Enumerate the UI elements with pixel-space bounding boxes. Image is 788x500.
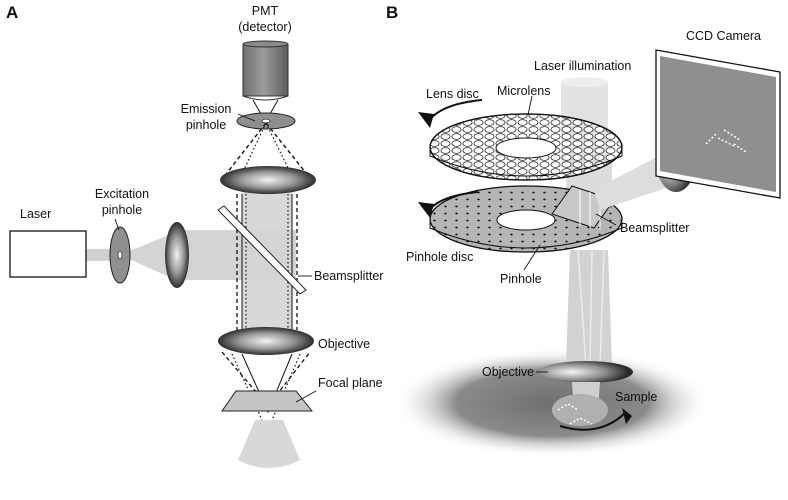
ccd-image-spots <box>705 129 747 153</box>
ccd-camera-sensor <box>660 56 776 192</box>
emission-pinhole-label-line2: pinhole <box>186 118 226 132</box>
beamsplitter-plate-a <box>217 205 307 295</box>
pmt-label-line1: PMT <box>252 4 279 18</box>
objective-label-a: Objective <box>318 337 370 351</box>
rays-dashed-top <box>222 122 311 179</box>
lens-disc-arrowhead <box>418 112 434 128</box>
objective-label-b: Objective <box>482 365 534 379</box>
objective-lens-a <box>218 327 314 355</box>
microlens-label: Microlens <box>497 84 551 98</box>
tube-lens <box>220 166 316 194</box>
panel-a: A <box>6 3 383 468</box>
rays-solid-focus <box>241 353 293 414</box>
lower-beam-lines <box>577 249 605 366</box>
laser-illumination-label: Laser illumination <box>534 59 631 73</box>
beamsplitter-label-b: Beamsplitter <box>620 221 689 235</box>
sample-shadow <box>392 348 712 458</box>
sample-spot <box>552 394 608 426</box>
sample-label: Sample <box>615 390 657 404</box>
emission-pinhole-label-line1: Emission <box>181 102 232 116</box>
pmt-bottom-edge <box>242 95 289 101</box>
beamsplitter-leader-b <box>595 213 617 226</box>
panel-b: B <box>386 3 781 458</box>
pinhole-disc-label: Pinhole disc <box>406 250 473 264</box>
beamsplitter-label-a: Beamsplitter <box>314 269 383 283</box>
microlens-leader <box>527 95 533 116</box>
lens-disc-label: Lens disc <box>426 87 479 101</box>
ccd-camera-label: CCD Camera <box>686 29 761 43</box>
focal-plane-label: Focal plane <box>318 376 383 390</box>
focal-plane-leader <box>295 390 317 403</box>
laser-label: Laser <box>20 207 51 221</box>
lower-beams <box>566 250 612 365</box>
excitation-pinhole-leader <box>114 218 120 231</box>
laser-illumination-top <box>561 77 608 87</box>
lens-disc-rim <box>429 113 623 181</box>
rays-solid-column <box>241 194 293 330</box>
focal-plane-slide <box>221 390 314 412</box>
panel-a-letter: A <box>6 3 18 22</box>
excitation-pinhole-label-line2: pinhole <box>102 203 142 217</box>
emission-pinhole-hole <box>261 118 271 124</box>
laser-box <box>9 230 87 278</box>
emission-pinhole-leader <box>237 113 256 122</box>
pinhole-disc-edge <box>429 222 623 249</box>
lens-disc-edge <box>429 150 623 177</box>
transmitted-cone <box>238 420 300 468</box>
pmt-label-line2: (detector) <box>238 20 292 34</box>
sample-rotation-arrow <box>559 411 627 431</box>
excitation-pinhole-label-line1: Excitation <box>95 187 149 201</box>
pinhole-disc-center <box>496 209 556 231</box>
rays-dashed-column <box>236 194 298 330</box>
objective-lens-b <box>539 361 633 383</box>
pinhole-label: Pinhole <box>500 272 542 286</box>
rays-dotted-column <box>245 194 289 330</box>
sample-scan-dots <box>557 403 593 425</box>
pinhole-leader <box>523 244 541 271</box>
panel-b-letter: B <box>386 3 398 22</box>
collimating-lens <box>165 222 189 288</box>
pmt-detector <box>242 43 289 97</box>
lens-disc-center <box>495 137 557 159</box>
excitation-beam-cone <box>120 232 176 280</box>
sample-arrowhead <box>622 408 632 424</box>
excitation-pinhole-hole <box>117 250 123 260</box>
excitation-beam <box>176 230 296 280</box>
pinhole-disc-arrowhead <box>418 202 434 218</box>
pmt-top <box>242 40 289 48</box>
